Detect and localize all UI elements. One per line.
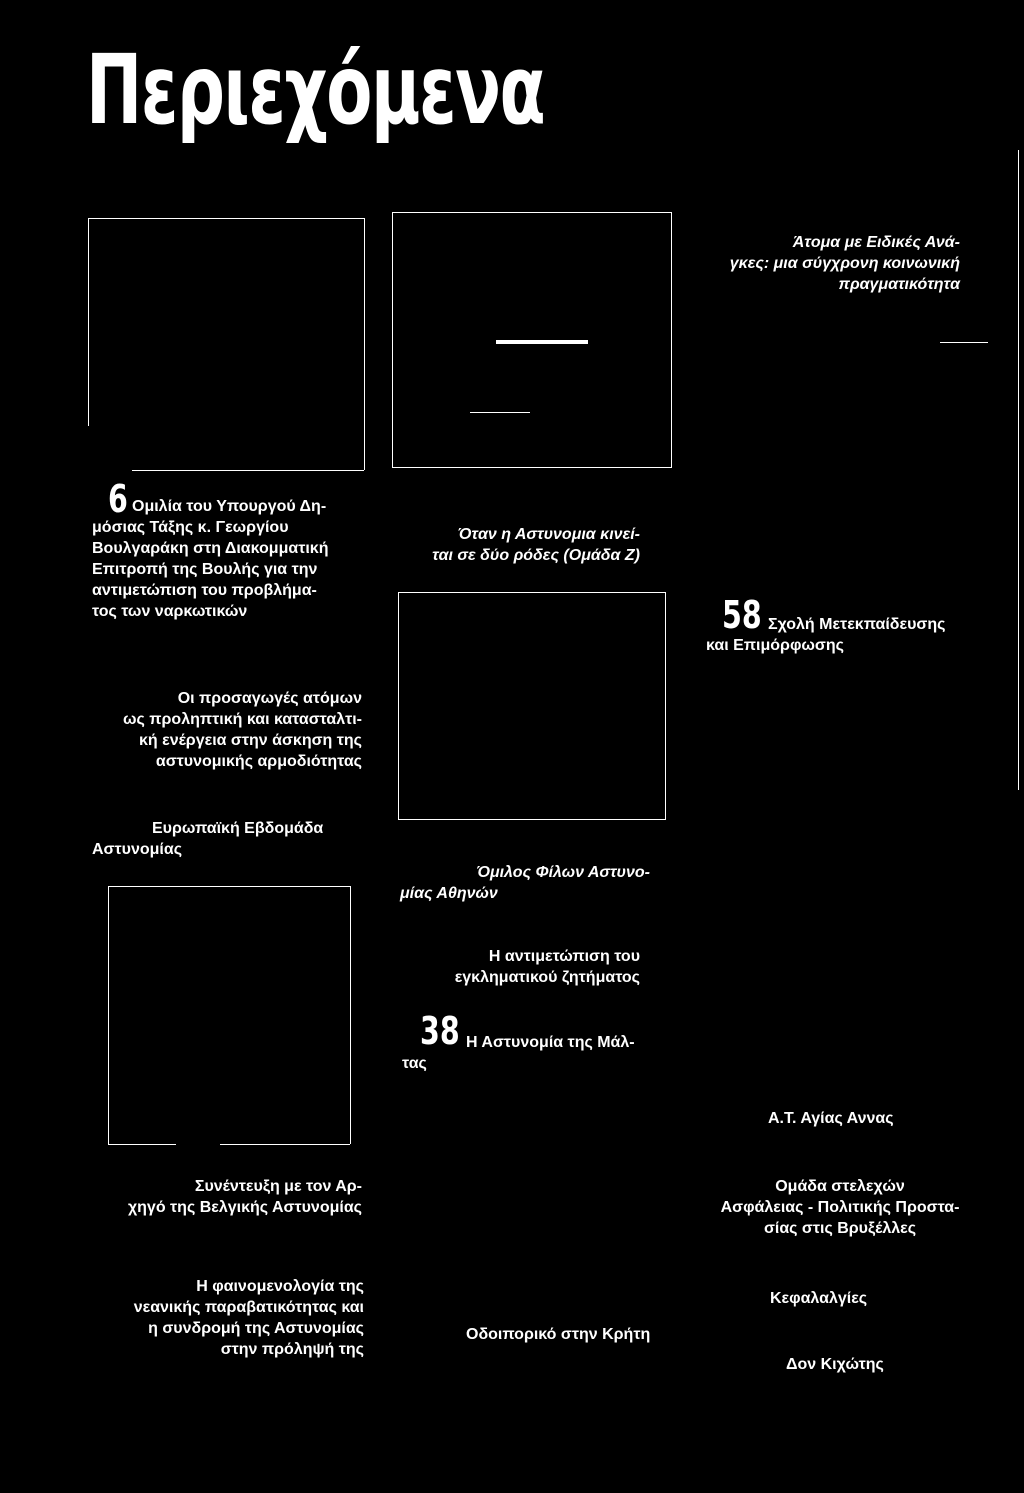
toc-entry-line: κή ενέργεια στην άσκηση της xyxy=(138,732,362,749)
page-number: 38 xyxy=(420,1009,460,1053)
toc-entry-line: μίας Αθηνών xyxy=(400,885,498,902)
toc-entry-prosagoges[interactable]: Οι προσαγωγές ατόμων ως προληπτική και κ… xyxy=(92,688,362,772)
photo-frame-lower-bottom-a xyxy=(108,1144,176,1145)
toc-entry-line: νεανικής παραβατικότητας και xyxy=(133,1299,364,1316)
toc-entry-line: τος των ναρκωτικών xyxy=(92,603,248,620)
photo-frame-right-edge xyxy=(364,218,365,470)
right-short-rule xyxy=(940,342,988,343)
toc-entry-line: Επιτροπή της Βουλής για την xyxy=(92,561,318,578)
photo-frame-center xyxy=(392,212,672,468)
toc-entry-line: εγκληματικού ζητήματος xyxy=(454,969,640,986)
toc-entry-evropaiki[interactable]: Ευρωπαϊκή Εβδομάδα Αστυνομίας xyxy=(92,818,323,860)
toc-entry-line: Βουλγαράκη στη Διακομματική xyxy=(92,540,329,557)
photo-frame-lower-top xyxy=(108,886,350,887)
toc-entry-line: Αστυνομίας xyxy=(92,841,183,858)
photo-frame-lower-bottom-b xyxy=(220,1144,350,1145)
toc-entry-atoma[interactable]: Άτομα με Ειδικές Ανά- γκες: μια σύγχρονη… xyxy=(700,232,960,295)
toc-entry-line: αντιμετώπιση του προβλήμα- xyxy=(92,582,317,599)
right-edge-divider xyxy=(1018,150,1019,790)
photo-frame-lower-left xyxy=(108,886,109,1144)
toc-entry-omilia[interactable]: Ομιλία του Υπουργού Δη- μόσιας Τάξης κ. … xyxy=(92,496,329,622)
toc-entry-agias-annas[interactable]: Α.Τ. Αγίας Αννας xyxy=(768,1108,894,1129)
toc-entry-don-kixotis[interactable]: Δον Κιχώτης xyxy=(786,1354,884,1375)
toc-entry-line: Όταν η Αστυνομια κινεί- xyxy=(457,526,640,543)
toc-entry-kefalalgies[interactable]: Κεφαλαλγίες xyxy=(770,1288,867,1309)
toc-entry-line: πραγματικότητα xyxy=(838,276,960,293)
toc-entry-line: τας xyxy=(402,1055,427,1072)
toc-entry-line: η συνδρομή της Αστυνομίας xyxy=(148,1320,364,1337)
toc-entry-otan[interactable]: Όταν η Αστυνομια κινεί- ται σε δύο ρόδες… xyxy=(400,524,640,566)
toc-entry-omada-stelexon[interactable]: Ομάδα στελεχών Ασφάλειας - Πολιτικής Προ… xyxy=(700,1176,980,1239)
toc-entry-line: Η Αστυνομία της Μάλ- xyxy=(466,1034,635,1051)
toc-entry-line: Δον Κιχώτης xyxy=(786,1356,884,1373)
toc-entry-sxoli[interactable]: Σχολή Μετεκπαίδευσης και Επιμόρφωσης xyxy=(706,614,945,656)
toc-entry-line: Οι προσαγωγές ατόμων xyxy=(177,690,362,707)
toc-entry-line: και Επιμόρφωσης xyxy=(706,637,844,654)
page-number: 58 xyxy=(722,593,762,637)
toc-entry-line: μόσιας Τάξης κ. Γεωργίου xyxy=(92,519,289,536)
toc-entry-fainomenologia[interactable]: Η φαινομενολογία της νεανικής παραβατικό… xyxy=(90,1276,364,1360)
toc-entry-omilos[interactable]: Όμιλος Φίλων Αστυνο- μίας Αθηνών xyxy=(400,862,650,904)
toc-entry-antimetopisi[interactable]: Η αντιμετώπιση του εγκληματικού ζητήματο… xyxy=(400,946,640,988)
photo-frame-middle xyxy=(398,592,666,820)
photo-detail-line-2 xyxy=(470,412,530,413)
toc-entry-line: Όμιλος Φίλων Αστυνο- xyxy=(476,864,650,881)
toc-entry-line: Κεφαλαλγίες xyxy=(770,1290,868,1307)
toc-entry-line: Η φαινομενολογία της xyxy=(196,1278,364,1295)
toc-entry-line: στην πρόληψή της xyxy=(220,1341,364,1358)
toc-entry-line: Άτομα με Ειδικές Ανά- xyxy=(792,234,960,251)
page-number: 6 xyxy=(108,477,128,521)
toc-entry-line: Ασφάλειας - Πολιτικής Προστα- xyxy=(720,1199,960,1216)
toc-entry-line: Οδοιπορικό στην Κρήτη xyxy=(466,1326,651,1343)
toc-entry-line: Ομάδα στελεχών xyxy=(775,1178,905,1195)
toc-entry-synentefxi[interactable]: Συνέντευξη με τον Αρ- χηγό της Βελγικής … xyxy=(90,1176,362,1218)
toc-entry-line: Ευρωπαϊκή Εβδομάδα xyxy=(152,820,324,837)
toc-entry-line: γκες: μια σύγχρονη κοινωνική xyxy=(729,255,960,272)
toc-entry-line: Η αντιμετώπιση του xyxy=(488,948,640,965)
toc-entry-line: αστυνομικής αρμοδιότητας xyxy=(155,753,362,770)
toc-entry-line: ται σε δύο ρόδες (Ομάδα Ζ) xyxy=(432,547,640,564)
photo-detail-line xyxy=(496,340,588,344)
photo-frame-lower-right xyxy=(350,886,351,1144)
toc-entry-line: Σχολή Μετεκπαίδευσης xyxy=(768,616,946,633)
toc-entry-odoiporiko[interactable]: Οδοιπορικό στην Κρήτη xyxy=(466,1324,650,1345)
photo-frame-left-edge xyxy=(88,218,89,426)
toc-entry-line: Ομιλία του Υπουργού Δη- xyxy=(132,498,327,515)
photo-frame-bottom-edge xyxy=(132,470,364,471)
toc-entry-malta[interactable]: Η Αστυνομία της Μάλ- τας xyxy=(402,1032,635,1074)
toc-entry-line: ως προληπτική και κατασταλτι- xyxy=(122,711,362,728)
toc-entry-line: σίας στις Βρυξέλλες xyxy=(763,1220,917,1237)
toc-entry-line: χηγό της Βελγικής Αστυνομίας xyxy=(127,1199,362,1216)
toc-entry-line: Συνέντευξη με τον Αρ- xyxy=(194,1178,362,1195)
page-title: Περιεχόμενα xyxy=(86,34,546,146)
photo-frame-top-edge xyxy=(88,218,364,219)
toc-entry-line: Α.Τ. Αγίας Αννας xyxy=(768,1110,894,1127)
